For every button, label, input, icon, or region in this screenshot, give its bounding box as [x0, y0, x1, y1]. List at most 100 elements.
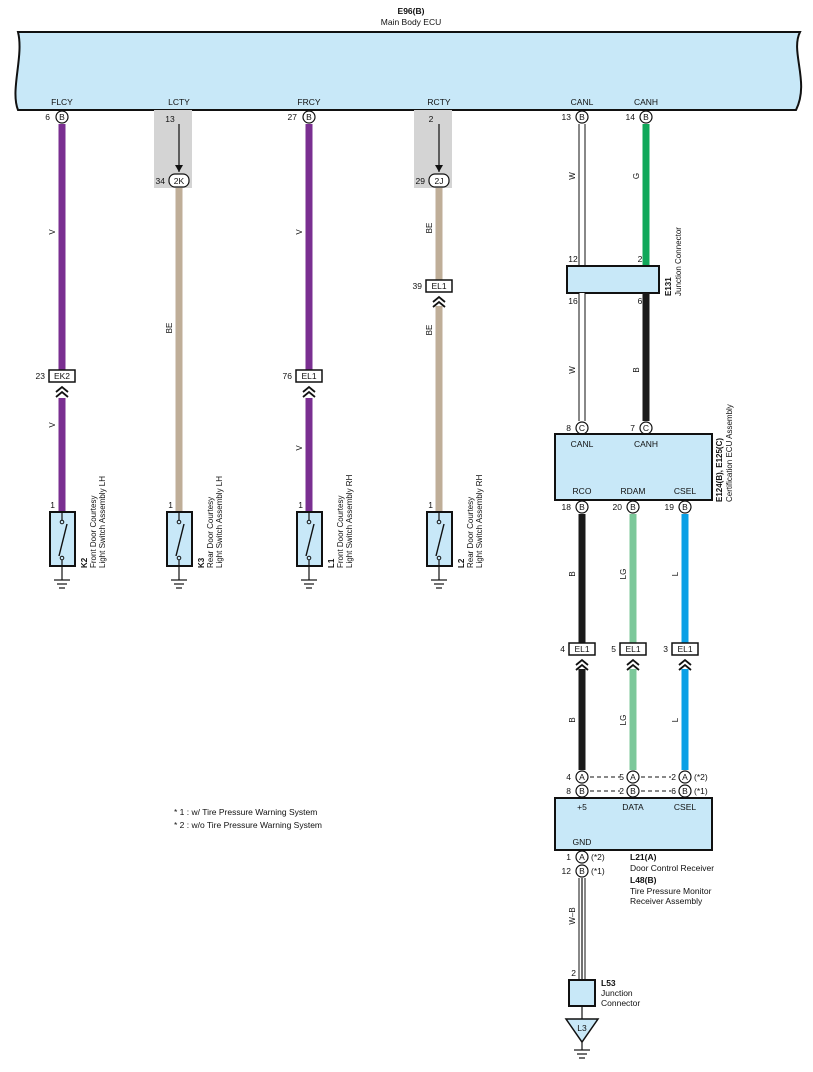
pin-canh[interactable]: B	[639, 110, 653, 124]
ground-point-l3[interactable]	[564, 1018, 600, 1044]
pin-canl[interactable]: B	[575, 110, 589, 124]
pin-gnd-b-conn: B	[579, 866, 585, 876]
pin-rx-a-note: (*2)	[694, 772, 708, 782]
wire-color-b-rco-1: B	[568, 571, 577, 576]
pin-rx-b3[interactable]: B	[678, 784, 692, 798]
pin-rco[interactable]: B	[575, 500, 589, 514]
pin-rx-b-note: (*1)	[694, 786, 708, 796]
pin-cert-canh[interactable]: C	[639, 421, 653, 435]
wire-color-w-upper: W	[568, 172, 577, 180]
connector-el1-csel-pin: 3	[663, 644, 668, 654]
pin-rx-a2-number: 5	[619, 772, 624, 782]
pin-gnd-b[interactable]: B	[575, 864, 589, 878]
pin-lcty-number: 13	[165, 114, 175, 124]
connector-el1-csel-name: EL1	[677, 644, 692, 654]
connector-el1-rdam[interactable]: EL1	[619, 642, 647, 656]
connector-el1-rcty-pin: 39	[413, 281, 423, 291]
receiver-code-a: L21(A)	[630, 852, 657, 862]
main-body-ecu[interactable]	[14, 31, 803, 111]
connector-el1-rdam-name: EL1	[625, 644, 640, 654]
certification-ecu[interactable]	[554, 433, 713, 501]
pin-frcy-conn: B	[306, 112, 312, 122]
footnote-1: * 1 : w/ Tire Pressure Warning System	[174, 807, 317, 817]
wire-color-lg-2: LG	[619, 715, 628, 726]
switch-l2[interactable]	[426, 511, 453, 567]
connector-el1-rco-pin: 4	[560, 644, 565, 654]
switch-l1-pin: 1	[298, 500, 303, 510]
pin-rx-a3[interactable]: A	[678, 770, 692, 784]
pin-rco-conn: B	[579, 502, 585, 512]
pin-rx-a2-conn: A	[630, 772, 636, 782]
ground-l2-icon	[431, 566, 447, 589]
pin-rx-b2-number: 2	[619, 786, 624, 796]
switch-k2-name2: Light Switch Assembly LH	[98, 476, 107, 568]
pin-canh-number: 14	[626, 112, 636, 122]
pin-rco-number: 18	[562, 502, 572, 512]
pin-rx-b2[interactable]: B	[626, 784, 640, 798]
wire-color-be-rcty-2: BE	[425, 325, 434, 336]
junction-2k[interactable]: 2K	[168, 173, 190, 188]
cert-label-canh: CANH	[634, 439, 658, 449]
pin-rx-a2[interactable]: A	[626, 770, 640, 784]
l53-name2: Connector	[601, 998, 640, 1008]
pin-cert-canh-number: 7	[630, 423, 635, 433]
e131-pin-br: 6	[638, 296, 643, 306]
pin-canl-number: 13	[562, 112, 572, 122]
pin-gnd-a-conn: A	[579, 852, 585, 862]
pin-rdam[interactable]: B	[626, 500, 640, 514]
connector-el1-rcty-name: EL1	[431, 281, 446, 291]
wire-color-wb: W–B	[568, 907, 577, 924]
ground-k3-icon	[171, 566, 187, 589]
switch-l2-name1: Rear Door Courtesy	[466, 497, 475, 568]
ground-l3-icon	[574, 1042, 590, 1059]
connector-el1-rcty[interactable]: EL1	[425, 279, 453, 308]
pin-rx-b1[interactable]: B	[575, 784, 589, 798]
switch-k3-name1: Rear Door Courtesy	[206, 497, 215, 568]
switch-k3[interactable]	[166, 511, 193, 567]
pin-csel-conn: B	[682, 502, 688, 512]
e131-pin-tl: 12	[568, 254, 578, 264]
pin-cert-canl[interactable]: C	[575, 421, 589, 435]
pin-rx-b1-number: 8	[566, 786, 571, 796]
receiver-unit[interactable]	[554, 797, 713, 851]
pin-cert-canl-conn: C	[579, 423, 585, 433]
switch-k2-code: K2	[80, 557, 89, 568]
terminal-canl-label: CANL	[571, 97, 594, 107]
connector-el1-frcy[interactable]: EL1	[295, 369, 323, 398]
junction-2k-name: 2K	[174, 176, 185, 186]
junction-2j-name: 2J	[435, 176, 444, 186]
pin-rx-a1[interactable]: A	[575, 770, 589, 784]
pin-csel[interactable]: B	[678, 500, 692, 514]
pin-frcy[interactable]: B	[302, 110, 316, 124]
pin-cert-canl-number: 8	[566, 423, 571, 433]
junction-connector-e131[interactable]	[566, 265, 660, 294]
terminal-frcy-label: FRCY	[297, 97, 320, 107]
terminal-flcy-label: FLCY	[51, 97, 73, 107]
connector-el1-csel[interactable]: EL1	[671, 642, 699, 656]
connector-ek2[interactable]: EK2	[48, 369, 76, 398]
pin-gnd-b-number: 12	[562, 866, 572, 876]
pin-gnd-a[interactable]: A	[575, 850, 589, 864]
connector-el1-frcy-name: EL1	[301, 371, 316, 381]
pin-flcy[interactable]: B	[55, 110, 69, 124]
switch-k2[interactable]	[49, 511, 76, 567]
cert-label-canl: CANL	[571, 439, 594, 449]
pin-rx-b2-conn: B	[630, 786, 636, 796]
pin-rx-a1-number: 4	[566, 772, 571, 782]
ecu-name: Main Body ECU	[381, 17, 441, 27]
cert-label-rco: RCO	[573, 486, 592, 496]
connector-ek2-pin: 23	[36, 371, 46, 381]
switch-l1[interactable]	[296, 511, 323, 567]
junction-2j[interactable]: 2J	[428, 173, 450, 188]
receiver-name-b2: Receiver Assembly	[630, 896, 703, 906]
l53-code: L53	[601, 978, 616, 988]
junction-2k-pin: 34	[156, 176, 166, 186]
receiver-name-b1: Tire Pressure Monitor	[630, 886, 712, 896]
switch-k3-name2: Light Switch Assembly LH	[215, 476, 224, 568]
terminal-rcty-label: RCTY	[427, 97, 450, 107]
pin-rx-b1-conn: B	[579, 786, 585, 796]
wire-color-be-lcty: BE	[165, 323, 174, 334]
connector-el1-rco[interactable]: EL1	[568, 642, 596, 656]
l53-pin: 2	[571, 968, 576, 978]
junction-connector-l53[interactable]	[568, 979, 596, 1007]
